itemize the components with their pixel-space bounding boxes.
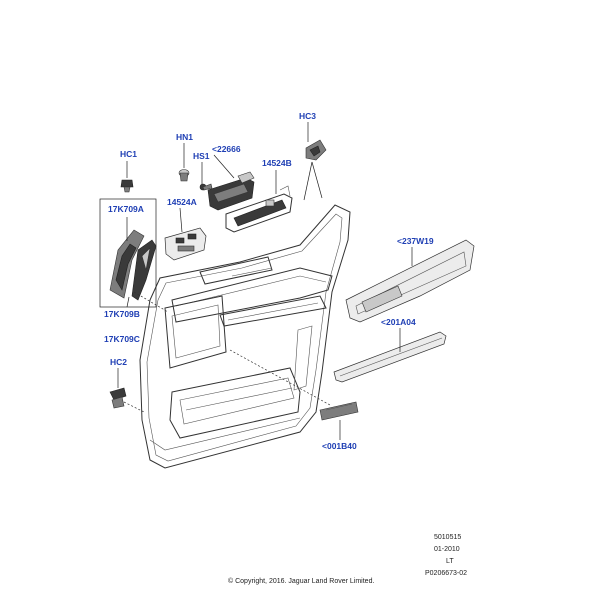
trim-strip-237w19 [345, 239, 475, 323]
label-hc2: HC2 [110, 357, 127, 367]
screw-hs1 [199, 183, 213, 191]
door-trim-panel [139, 204, 351, 469]
badge-001b40 [319, 401, 359, 421]
clip-hc3 [305, 139, 327, 161]
label-001b40: <001B40 [322, 441, 357, 451]
label-22666: <22666 [212, 144, 241, 154]
doc-side: LT [446, 558, 454, 565]
inner-door-handle-22666 [207, 171, 255, 211]
doc-number: 5010515 [434, 534, 461, 541]
grab-handle-17k709 [99, 198, 157, 308]
label-17k709a: 17K709A [108, 204, 144, 214]
nut-hn1 [178, 169, 190, 182]
label-hc3: HC3 [299, 111, 316, 121]
handle-bezel-14524b [225, 185, 293, 233]
doc-date: 01-2010 [434, 546, 460, 553]
clip-hc2 [109, 387, 127, 409]
clip-hc1 [120, 179, 134, 193]
label-hc1: HC1 [120, 149, 137, 159]
label-hn1: HN1 [176, 132, 193, 142]
label-17k709b: 17K709B [104, 309, 140, 319]
label-14524b: 14524B [262, 158, 292, 168]
label-14524a: 14524A [167, 197, 197, 207]
trim-strip-201a04 [333, 331, 447, 383]
label-237w19: <237W19 [397, 236, 434, 246]
label-201a04: <201A04 [381, 317, 416, 327]
label-hs1: HS1 [193, 151, 210, 161]
drawing-ref: P0206673-02 [425, 570, 467, 577]
window-switch-pack-14524a [164, 227, 207, 261]
label-17k709c: 17K709C [104, 334, 140, 344]
copyright: © Copyright, 2016. Jaguar Land Rover Lim… [228, 577, 374, 585]
